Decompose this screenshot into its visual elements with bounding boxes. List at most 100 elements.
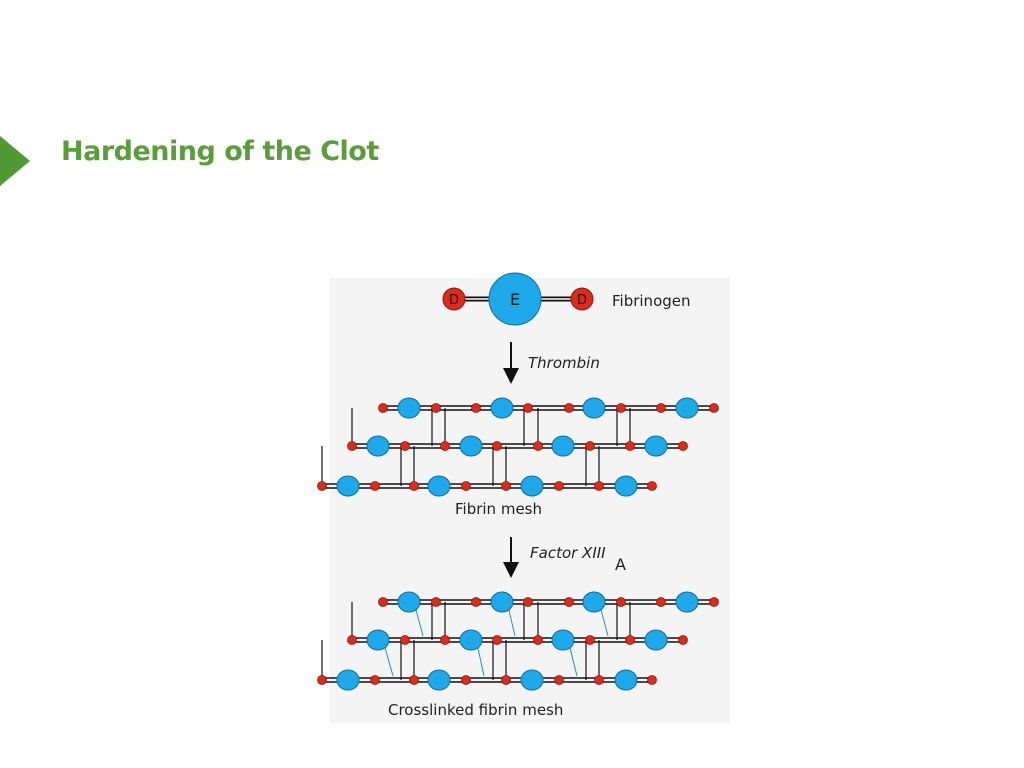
e-domain-node [366,435,390,457]
d-domain-node [347,441,357,451]
d-domain-node [678,635,688,645]
e-domain-node [551,629,575,651]
d-domain-node [378,597,388,607]
d-domain-node [317,481,327,491]
e-domain-node [336,475,360,497]
e-domain-node [427,669,451,691]
d-domain-node [378,403,388,413]
d-domain-node [440,441,450,451]
fibrin-mesh-label: Fibrin mesh [455,500,542,518]
e-domain-node [614,475,638,497]
d-domain-right-label: D [577,293,587,308]
down-arrow-icon [503,368,519,384]
factor-xiii-arrow: Factor XIII A [503,537,626,578]
d-domain-node [370,481,380,491]
e-domain-node [675,397,699,419]
diagram-background [330,278,730,723]
d-domain-left-label: D [449,293,459,308]
d-domain-node [431,597,441,607]
e-domain-label: E [510,290,520,309]
e-domain-node [582,397,606,419]
d-domain-node [564,403,574,413]
d-domain-node [533,635,543,645]
d-domain-node [594,481,604,491]
d-domain-node [471,403,481,413]
factor-xiii-subscript: A [615,555,626,574]
e-domain-node [551,435,575,457]
d-domain-node [431,403,441,413]
thrombin-label: Thrombin [528,354,600,372]
d-domain-node [440,635,450,645]
d-domain-left [442,287,466,311]
d-domain-node [409,481,419,491]
crosslinked-fibrin-mesh [317,591,719,691]
e-domain-node [614,669,638,691]
d-domain-node [317,675,327,685]
d-domain-node [523,403,533,413]
e-domain-node [459,629,483,651]
crosslink-bond [414,605,424,637]
d-domain-node [554,481,564,491]
fibrinogen-label: Fibrinogen [612,292,691,310]
down-arrow-icon [503,562,519,578]
d-domain-node [523,597,533,607]
d-domain-node [678,441,688,451]
d-domain-node [709,403,719,413]
crosslink-bond [507,605,516,637]
d-domain-node [461,481,471,491]
crosslinked-mesh-label: Crosslinked fibrin mesh [388,701,563,719]
d-domain-node [585,635,595,645]
d-domain-node [461,675,471,685]
e-domain-node [520,475,544,497]
e-domain-node [459,435,483,457]
e-domain [488,272,542,326]
d-domain-node [625,635,635,645]
d-domain-node [400,635,410,645]
d-domain-node [370,675,380,685]
crosslink-bond [599,605,609,637]
d-domain-node [656,403,666,413]
d-domain-node [400,441,410,451]
crosslink-bond [568,643,578,677]
d-domain-node [594,675,604,685]
e-domain-node [644,435,668,457]
d-domain-node [471,597,481,607]
crosslink-bond [476,643,485,677]
factor-xiii-label: Factor XIII [530,544,606,562]
fibrinogen-molecule: D E D Fibrinogen [442,272,691,326]
d-domain-node [709,597,719,607]
d-domain-node [656,597,666,607]
d-domain-node [347,635,357,645]
page-title: Hardening of the Clot [61,136,379,167]
e-domain-node [427,475,451,497]
d-domain-node [492,635,502,645]
d-domain-node [533,441,543,451]
d-domain-node [625,441,635,451]
slide-marker-icon [0,136,30,186]
e-domain-node [582,591,606,613]
d-domain-node [492,441,502,451]
d-domain-node [647,481,657,491]
d-domain-node [501,675,511,685]
fibrin-mesh [317,397,719,497]
d-domain-node [409,675,419,685]
d-domain-node [564,597,574,607]
e-domain-node [490,397,514,419]
d-domain-node [501,481,511,491]
d-domain-node [585,441,595,451]
d-domain-node [554,675,564,685]
d-domain-node [616,597,626,607]
e-domain-node [644,629,668,651]
d-domain-node [647,675,657,685]
e-domain-node [675,591,699,613]
thrombin-arrow: Thrombin [503,342,600,384]
crosslink-bond [383,643,394,677]
e-domain-node [520,669,544,691]
d-domain-right [570,287,594,311]
e-domain-node [336,669,360,691]
e-domain-node [397,591,421,613]
e-domain-node [397,397,421,419]
e-domain-node [490,591,514,613]
d-domain-node [616,403,626,413]
